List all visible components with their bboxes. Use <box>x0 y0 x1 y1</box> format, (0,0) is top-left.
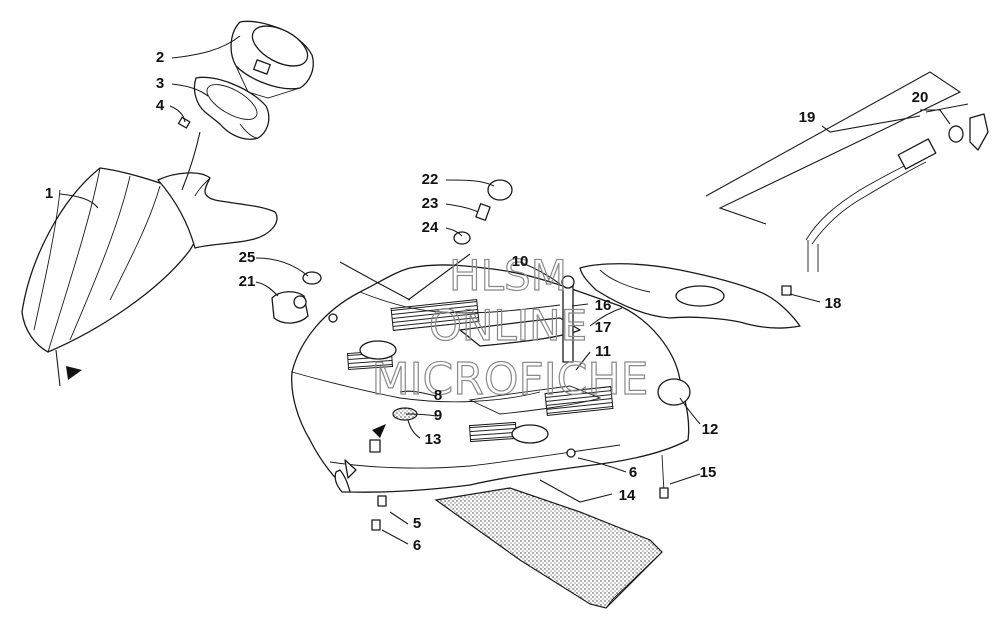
part-gauge <box>230 20 314 99</box>
part-windshield <box>21 167 202 353</box>
watermark: HLSM ONLINE MICROFICHE <box>371 250 649 405</box>
callout-labels: 2 3 4 1 22 23 24 25 21 10 16 17 11 8 9 1… <box>45 49 929 554</box>
callout-5[interactable]: 5 <box>413 515 421 532</box>
arrow-marker-left <box>66 366 82 380</box>
callout-17[interactable]: 17 <box>595 319 612 336</box>
part-key-switch <box>271 179 575 363</box>
fasteners <box>344 285 792 531</box>
callout-18[interactable]: 18 <box>825 295 842 312</box>
callout-14[interactable]: 14 <box>619 487 636 504</box>
callout-12[interactable]: 12 <box>702 421 719 438</box>
arrow-marker-center <box>372 424 386 438</box>
callout-6-left[interactable]: 6 <box>413 537 421 554</box>
watermark-line-3: MICROFICHE <box>372 354 649 405</box>
callout-2[interactable]: 2 <box>156 49 164 66</box>
part-side-cowl <box>579 263 801 329</box>
callout-16[interactable]: 16 <box>595 297 612 314</box>
part-foam-pad <box>434 487 663 609</box>
part-gauge-bezel <box>193 76 270 140</box>
callout-6-right[interactable]: 6 <box>629 464 637 481</box>
callout-25[interactable]: 25 <box>239 249 256 266</box>
watermark-line-1: HLSM <box>449 251 567 300</box>
callout-15[interactable]: 15 <box>700 464 717 481</box>
leader-lines <box>55 35 969 545</box>
part-console-body <box>291 264 691 493</box>
callout-19[interactable]: 19 <box>799 109 816 126</box>
callout-8[interactable]: 8 <box>434 387 442 404</box>
callout-9[interactable]: 9 <box>434 407 442 424</box>
callout-10[interactable]: 10 <box>512 253 529 270</box>
part-throttle-cable <box>805 113 989 272</box>
callout-13[interactable]: 13 <box>425 431 442 448</box>
watermark-line-2: ONLINE <box>429 301 587 350</box>
callout-24[interactable]: 24 <box>422 219 439 236</box>
callout-23[interactable]: 23 <box>422 195 439 212</box>
callout-20[interactable]: 20 <box>912 89 929 106</box>
callout-3[interactable]: 3 <box>156 75 164 92</box>
callout-4[interactable]: 4 <box>156 97 165 114</box>
callout-22[interactable]: 22 <box>422 171 439 188</box>
part-screw-4 <box>177 116 191 129</box>
part-console-bracket <box>157 172 278 249</box>
callout-1[interactable]: 1 <box>45 185 53 202</box>
callout-11[interactable]: 11 <box>595 343 611 360</box>
callout-21[interactable]: 21 <box>239 273 256 290</box>
